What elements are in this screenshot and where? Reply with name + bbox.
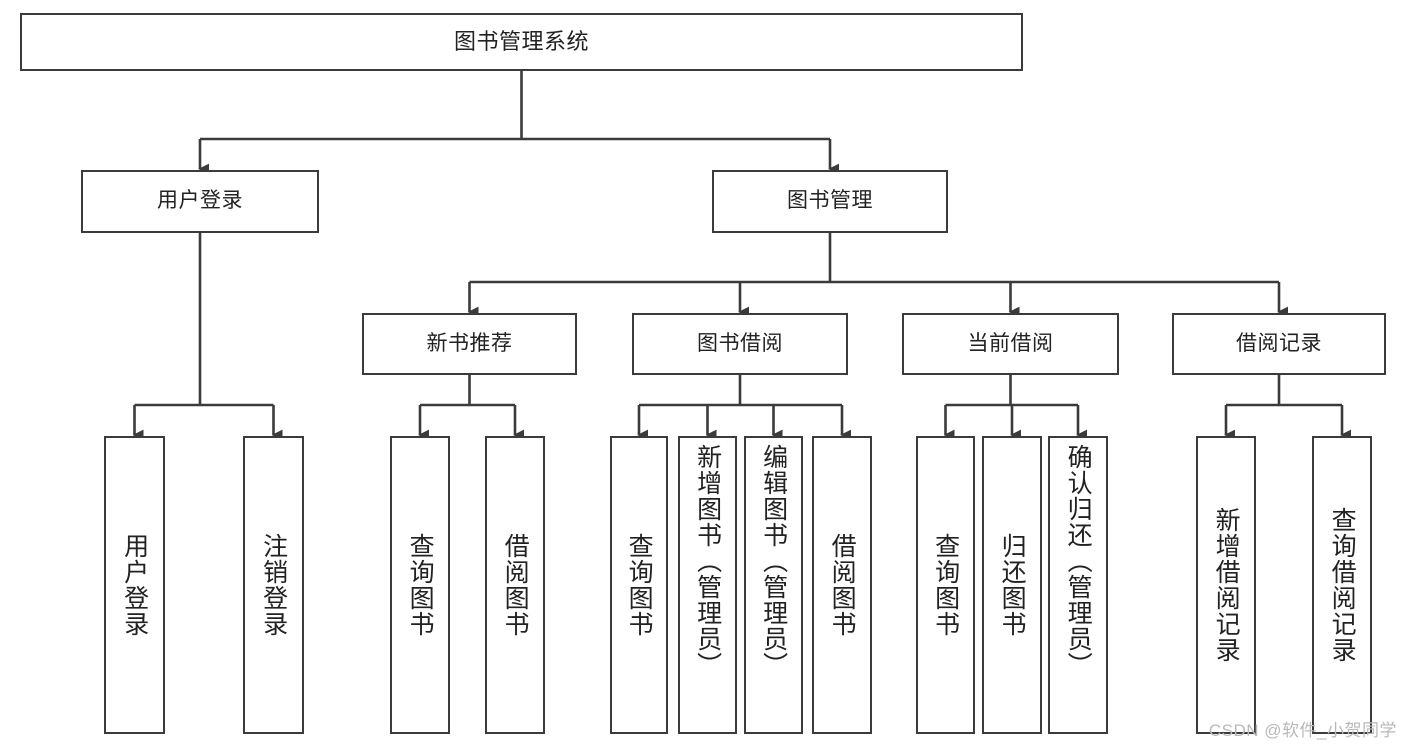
leaf-user-login[interactable]: 用户登录: [104, 436, 165, 734]
leaf-borrow-add-book-admin-label: 新增图书（管理员）: [693, 444, 722, 678]
leaf-borrow-edit-book-admin[interactable]: 编辑图书（管理员）: [744, 436, 803, 734]
leaf-record-add-borrow-record-label: 新增借阅记录: [1212, 507, 1241, 663]
leaf-current-return-book[interactable]: 归还图书: [982, 436, 1042, 734]
leaf-current-query-book[interactable]: 查询图书: [916, 436, 975, 734]
node-root[interactable]: 图书管理系统: [20, 13, 1023, 71]
node-new-book-recommend-label: 新书推荐: [426, 331, 513, 355]
leaf-record-query-borrow-record-label: 查询借阅记录: [1328, 507, 1357, 663]
leaf-recommend-query-book[interactable]: 查询图书: [390, 436, 450, 734]
node-new-book-recommend[interactable]: 新书推荐: [362, 313, 577, 375]
node-book-manage-label: 图书管理: [787, 189, 873, 213]
leaf-recommend-query-book-label: 查询图书: [406, 533, 435, 637]
node-book-borrow[interactable]: 图书借阅: [632, 313, 848, 375]
leaf-current-confirm-return-admin[interactable]: 确认归还（管理员）: [1048, 436, 1108, 734]
leaf-user-login-label: 用户登录: [120, 533, 149, 637]
leaf-borrow-query-book[interactable]: 查询图书: [610, 436, 668, 734]
node-book-manage[interactable]: 图书管理: [712, 170, 948, 233]
leaf-borrow-query-book-label: 查询图书: [625, 533, 654, 637]
node-book-borrow-label: 图书借阅: [697, 331, 783, 355]
leaf-borrow-borrow-book[interactable]: 借阅图书: [812, 436, 872, 734]
leaf-logout-login[interactable]: 注销登录: [243, 436, 304, 734]
node-user-login-label: 用户登录: [157, 189, 243, 213]
leaf-recommend-borrow-book[interactable]: 借阅图书: [485, 436, 545, 734]
leaf-current-return-book-label: 归还图书: [998, 533, 1027, 637]
csdn-watermark: CSDN @软件_小贺同学: [1208, 721, 1397, 740]
node-borrow-record-label: 借阅记录: [1236, 331, 1322, 355]
leaf-borrow-borrow-book-label: 借阅图书: [828, 533, 857, 637]
node-user-login[interactable]: 用户登录: [81, 170, 319, 233]
node-current-borrow[interactable]: 当前借阅: [902, 313, 1119, 375]
leaf-borrow-edit-book-admin-label: 编辑图书（管理员）: [759, 444, 788, 678]
node-borrow-record[interactable]: 借阅记录: [1172, 313, 1386, 375]
leaf-record-add-borrow-record[interactable]: 新增借阅记录: [1196, 436, 1256, 734]
node-current-borrow-label: 当前借阅: [967, 331, 1054, 355]
leaf-record-query-borrow-record[interactable]: 查询借阅记录: [1312, 436, 1372, 734]
node-root-label: 图书管理系统: [453, 29, 589, 55]
leaf-current-confirm-return-admin-label: 确认归还（管理员）: [1064, 444, 1093, 678]
leaf-logout-login-label: 注销登录: [259, 533, 288, 637]
leaf-borrow-add-book-admin[interactable]: 新增图书（管理员）: [678, 436, 737, 734]
leaf-recommend-borrow-book-label: 借阅图书: [501, 533, 530, 637]
leaf-current-query-book-label: 查询图书: [931, 533, 960, 637]
